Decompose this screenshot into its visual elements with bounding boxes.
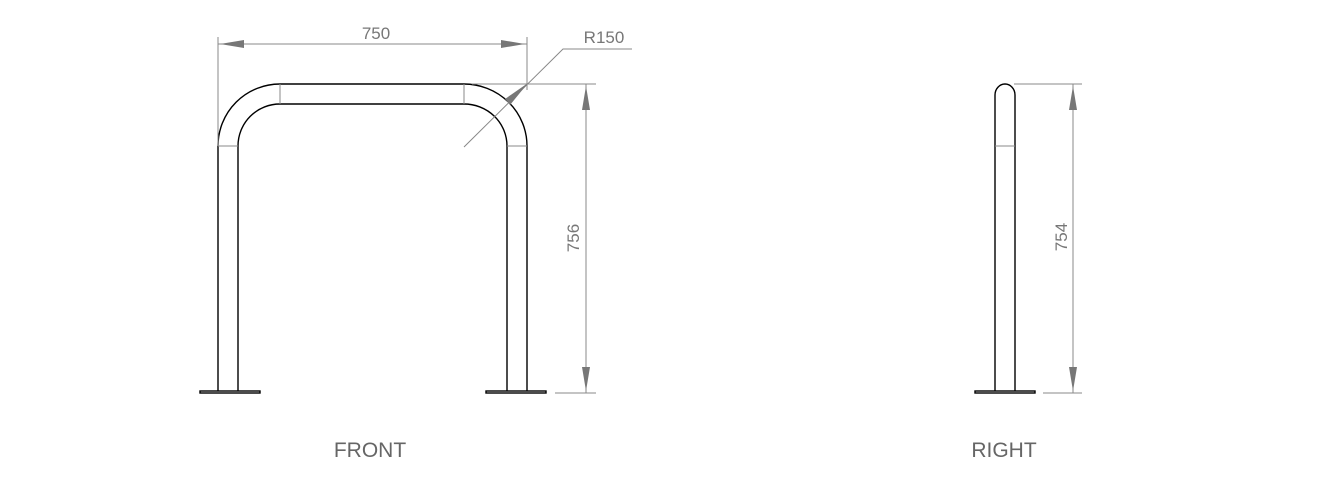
front-view-label: FRONT	[334, 439, 406, 462]
radius-dimension: R150	[463, 28, 632, 148]
front-height-dimension: 756	[472, 83, 596, 394]
arrow-down-icon	[582, 367, 590, 391]
front-tube-outer	[217, 83, 528, 391]
arrow-left-icon	[220, 40, 244, 48]
arrow-right-icon	[501, 40, 525, 48]
right-view: 754 RIGHT	[971, 83, 1082, 462]
radius-arrow-icon	[505, 83, 528, 105]
front-height-dimension-text: 756	[564, 224, 583, 252]
width-dimension-text: 750	[362, 24, 390, 43]
front-tube-inner	[237, 103, 508, 391]
front-base-plate-left	[199, 390, 261, 394]
right-height-dimension-text: 754	[1052, 223, 1071, 251]
front-bend-seams	[218, 84, 527, 147]
right-height-dimension: 754	[1014, 83, 1082, 394]
right-view-label: RIGHT	[971, 439, 1037, 462]
arrow-up-icon	[1069, 86, 1077, 110]
width-dimension: 750	[217, 24, 528, 146]
right-tube	[994, 83, 1016, 391]
front-base-plate-right	[485, 390, 547, 394]
front-view: 750 R150 756 FRONT	[199, 24, 632, 462]
arrow-up-icon	[582, 86, 590, 110]
right-base-plate	[974, 390, 1036, 394]
arrow-down-icon	[1069, 367, 1077, 391]
radius-dimension-text: R150	[584, 28, 625, 47]
